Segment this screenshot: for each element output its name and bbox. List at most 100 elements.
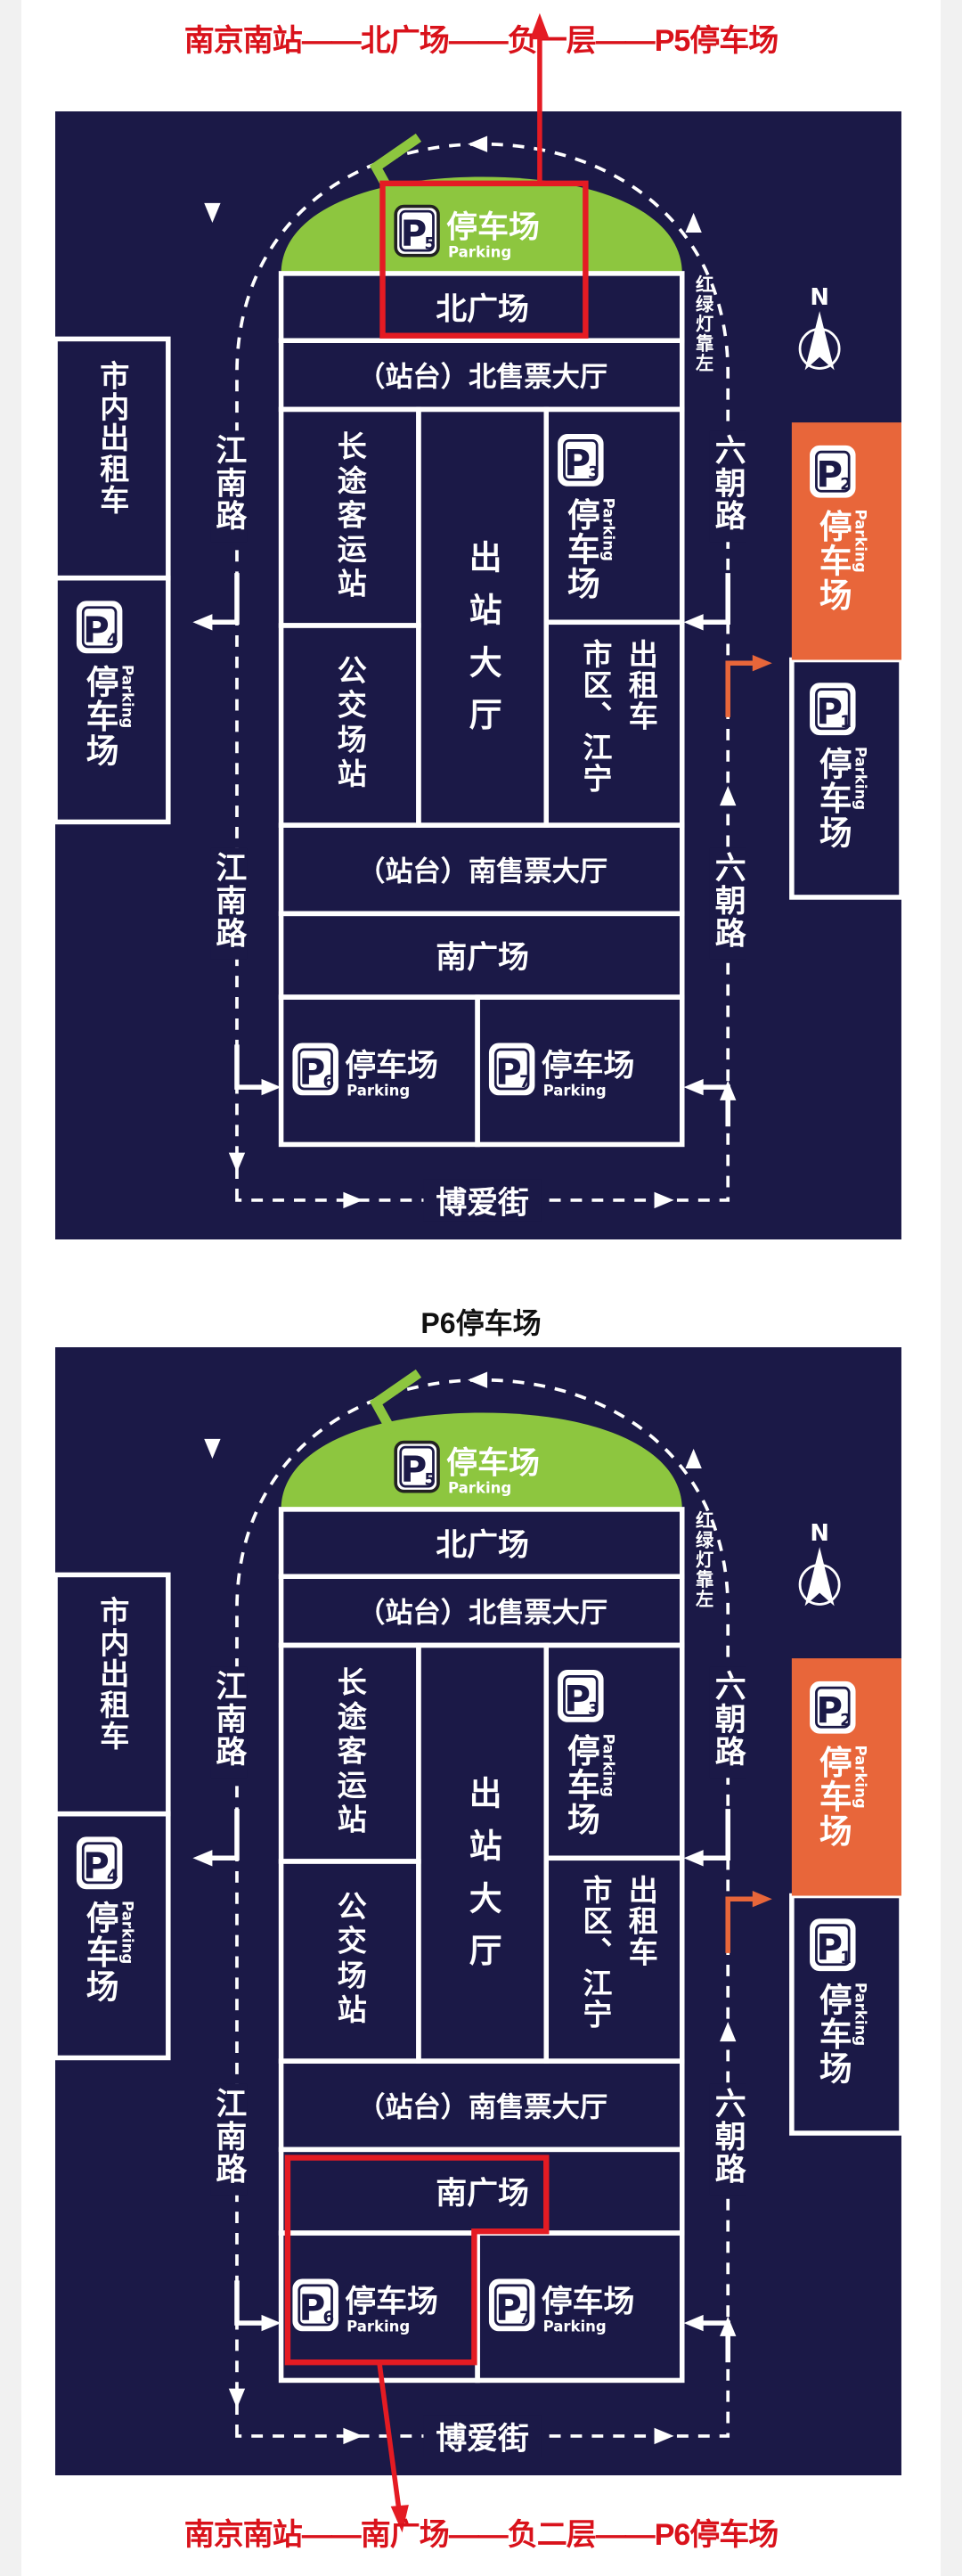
- city-taxi-label: 市内出租车: [95, 359, 130, 515]
- arrow-up-icon: [685, 1448, 702, 1468]
- p6-highlight-box: [284, 2155, 550, 2366]
- parking-sub: Parking: [543, 1082, 607, 1099]
- turn-right-arrow-icon: [234, 1044, 265, 1090]
- south-plaza-label: 南广场: [436, 940, 529, 976]
- p7-sign-icon: P7: [488, 1043, 535, 1096]
- entry-arrow-icon: [369, 133, 422, 200]
- parking-sub: Parking: [346, 1082, 410, 1099]
- parking-number: 1: [840, 1949, 852, 1967]
- parking-sub: Parking: [852, 1983, 869, 2046]
- arrow-left-icon: [192, 1850, 213, 1867]
- south-plaza-label: 南广场: [436, 2176, 529, 2212]
- taxi-destination-label: 市区、江宁: [578, 638, 613, 794]
- parking-label: 停车场: [813, 1745, 852, 1848]
- arrow-right-icon: [261, 1078, 281, 1096]
- north-plaza-label: 北广场: [436, 1527, 529, 1563]
- parking-label: 停车场: [561, 1734, 599, 1837]
- turn-left-arrow-icon: [699, 1809, 730, 1861]
- arrow-up-icon: [720, 786, 737, 806]
- arrow-down-icon: [228, 2388, 246, 2408]
- parking-letter: P: [83, 608, 110, 650]
- arrow-right-icon: [343, 2427, 363, 2445]
- entry-arrow-icon: [369, 1369, 422, 1435]
- city-taxi-label: 市内出租车: [95, 1595, 130, 1751]
- south-ticket-hall-label: （站台）南售票大厅: [357, 2092, 607, 2124]
- parking-label: 停车场: [813, 509, 852, 612]
- long-distance-bus-label: 长途客运站: [332, 1666, 367, 1838]
- road-label-bg: [423, 2415, 542, 2457]
- p5-highlight-box: [379, 180, 589, 339]
- parking-number: 5: [424, 1470, 436, 1489]
- taxi-destination-label: 市区、江宁: [578, 1874, 613, 2030]
- parking-letter: P: [495, 2286, 522, 2328]
- parking-label: 停车场: [80, 665, 118, 768]
- parking-number: 4: [107, 631, 118, 650]
- arrow-left-icon: [683, 1850, 704, 1867]
- taxi-label: 出租车: [624, 639, 658, 732]
- arrow-left-icon: [683, 614, 704, 631]
- parking-sub: Parking: [448, 1480, 511, 1497]
- parking-letter: P: [816, 453, 843, 495]
- turn-left-arrow-icon: [699, 2320, 730, 2363]
- parking-sub: Parking: [852, 509, 869, 572]
- parking-number: 3: [588, 1700, 599, 1719]
- parking-letter: P: [83, 1844, 110, 1886]
- parking-letter: P: [495, 1050, 522, 1092]
- p4-block: [53, 1811, 171, 2061]
- exit-hall-label: 出站大厅: [463, 540, 501, 749]
- arrow-right-icon: [654, 2427, 674, 2445]
- road-east-label: 六朝路: [710, 851, 746, 950]
- parking-number: 6: [322, 2309, 334, 2327]
- compass-north-label: N: [810, 1520, 829, 1547]
- turn-left-arrow-icon: [699, 1084, 730, 1127]
- arrow-right-icon: [343, 1191, 363, 1209]
- parking-label: 停车场: [446, 209, 540, 245]
- parking-label: 停车场: [813, 747, 852, 850]
- parking-label: 停车场: [542, 1048, 635, 1084]
- turn-right-arrow-orange-icon: [725, 660, 756, 717]
- arrow-left-icon: [468, 1371, 488, 1388]
- parking-letter: P: [816, 1926, 843, 1968]
- exit-hall-label: 出站大厅: [463, 1776, 501, 1985]
- route-caption-p6: 南京南站——南广场——负二层——P6停车场: [183, 2518, 779, 2552]
- road-east-label: 六朝路: [710, 1670, 746, 1769]
- p7-sign-icon: P7: [488, 2278, 535, 2332]
- p2-sign-icon: P2: [810, 445, 856, 498]
- route-arrow-down-icon: [390, 2505, 409, 2533]
- parking-number: 1: [840, 713, 852, 732]
- north-plaza-label: 北广场: [436, 291, 529, 327]
- north-compass-icon: N: [798, 1520, 841, 1607]
- arrow-left-icon: [683, 2314, 704, 2332]
- arrow-down-icon: [228, 1152, 246, 1173]
- road-label-bg: [210, 1666, 248, 1779]
- turn-left-arrow-icon: [699, 573, 730, 626]
- route-arrow-line: [377, 2361, 402, 2510]
- p2-sign-icon: P2: [810, 1681, 856, 1734]
- parking-number: 7: [519, 2309, 531, 2327]
- parking-number: 6: [322, 1073, 334, 1092]
- north-ticket-hall-label: （站台）北售票大厅: [357, 1598, 607, 1630]
- road-label-bg: [210, 430, 248, 543]
- road-east-label: 六朝路: [710, 434, 746, 533]
- arrow-down-icon: [204, 1438, 221, 1459]
- road-label-bg: [210, 847, 248, 960]
- parking-label: 停车场: [561, 498, 599, 601]
- south-ticket-hall-label: （站台）南售票大厅: [357, 856, 607, 888]
- arrow-right-icon: [654, 1191, 674, 1209]
- p4-sign-icon: P4: [76, 1836, 123, 1890]
- road-west-label: 江南路: [211, 434, 247, 533]
- parking-letter: P: [401, 1448, 428, 1491]
- arrow-down-icon: [204, 202, 221, 223]
- parking-sub: Parking: [543, 2318, 607, 2335]
- parking-number: 4: [107, 1867, 118, 1885]
- parking-sub: Parking: [118, 1901, 135, 1964]
- parking-sub: Parking: [600, 1734, 617, 1797]
- p5-dome: [281, 1412, 682, 1509]
